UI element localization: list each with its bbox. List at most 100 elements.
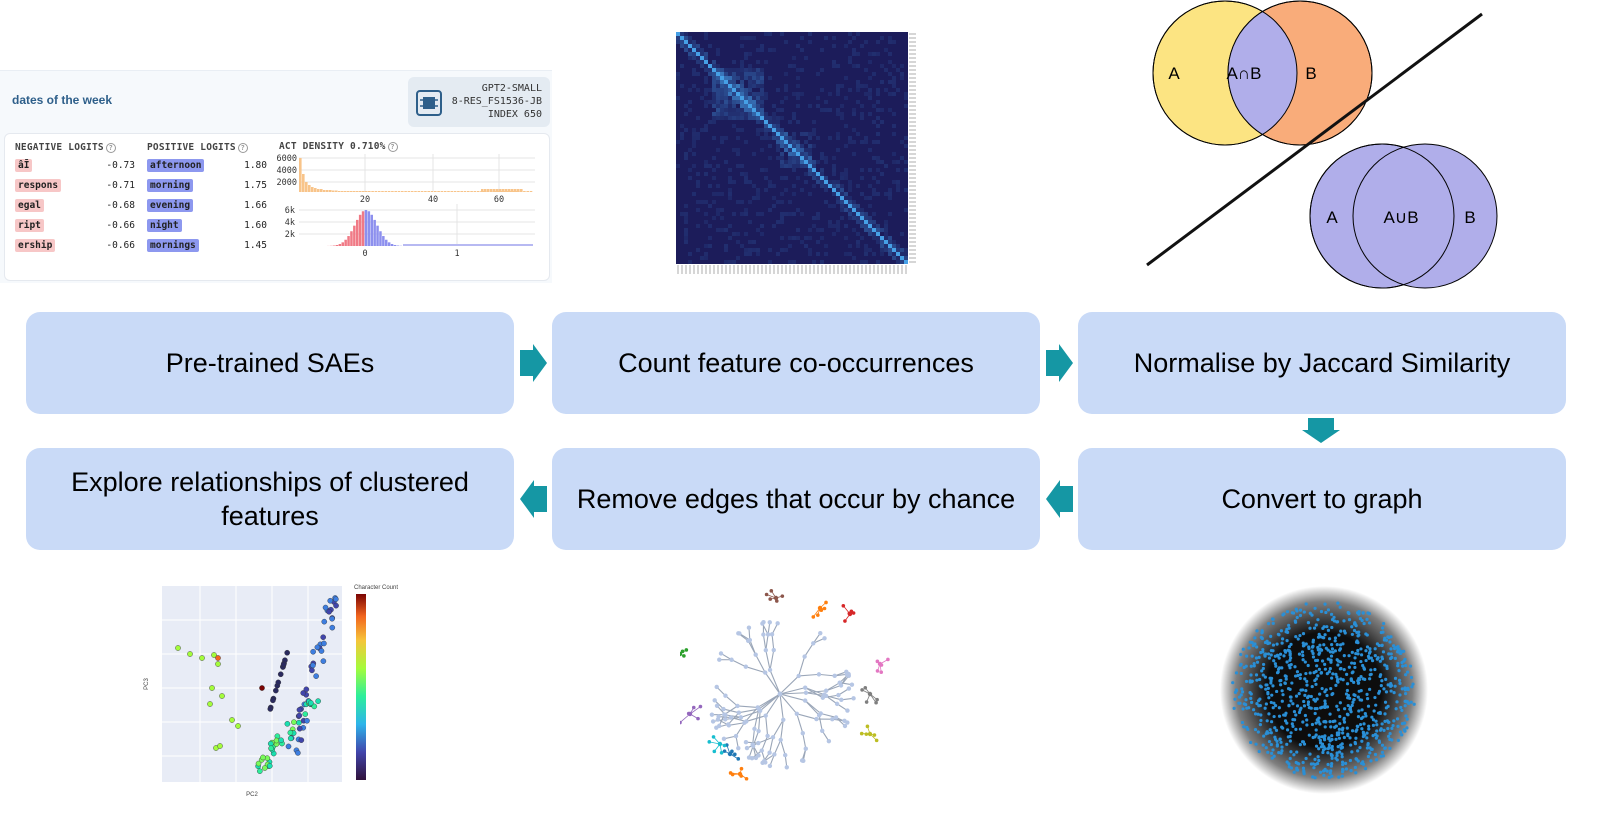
heatmap-cell [828, 180, 832, 184]
graph-node [1323, 602, 1327, 606]
heatmap-cell [852, 200, 856, 204]
graph-node [1331, 719, 1335, 724]
graph-node [1342, 720, 1347, 724]
graph-node [1324, 688, 1328, 692]
heatmap-cell [816, 176, 820, 180]
graph-node [1356, 715, 1361, 719]
graph-node [1258, 703, 1262, 708]
heatmap-cell [720, 76, 724, 80]
heatmap-cell [768, 136, 772, 140]
graph-node [1331, 650, 1335, 654]
positive-value: 1.66 [244, 200, 267, 211]
graph-node [1305, 718, 1309, 722]
heatmap-cell [688, 100, 692, 104]
scatter-point [321, 640, 327, 647]
heatmap-cell [884, 240, 888, 244]
heatmap-cell [712, 68, 716, 72]
graph-node [1270, 751, 1274, 755]
heatmap-cell [888, 188, 892, 192]
heatmap-cell [748, 72, 752, 76]
heatmap-cell [772, 48, 776, 52]
graph-node [1294, 607, 1298, 611]
heatmap-cell [704, 172, 708, 176]
heatmap-cell [712, 72, 716, 76]
help-icon: ? [237, 142, 248, 153]
heatmap-cell [740, 100, 744, 104]
graph-node [1307, 733, 1311, 737]
heatmap-cell [744, 248, 748, 252]
heatmap-cell [716, 72, 720, 76]
graph-node [1242, 725, 1246, 729]
graph-node [1350, 625, 1354, 629]
heatmap-cell [768, 116, 772, 120]
heatmap-cell [760, 168, 764, 172]
heatmap-cell [720, 68, 724, 72]
heatmap-cell [724, 72, 728, 76]
heatmap-cell [784, 84, 788, 88]
positive-value: 1.45 [244, 240, 267, 251]
graph-node [1285, 627, 1289, 631]
graph-node [719, 751, 724, 755]
graph-node [687, 711, 693, 717]
graph-node [1349, 710, 1353, 714]
scatter-point [209, 685, 215, 691]
heatmap-cell [692, 140, 696, 144]
graph-node [1298, 673, 1302, 677]
heatmap-cell [776, 200, 780, 204]
graph-node [1302, 772, 1306, 776]
heatmap-cell [832, 156, 836, 160]
graph-node [1253, 727, 1258, 732]
graph-node [1356, 695, 1360, 699]
heatmap-cell [896, 184, 900, 188]
hist2-xtick: 0 [362, 249, 367, 259]
heatmap-cell [816, 228, 820, 232]
scatter-point [278, 737, 284, 744]
scatter-point [315, 698, 321, 704]
heatmap-cell [736, 240, 740, 244]
density-bar [377, 191, 381, 192]
x-axis-label: PC2 [246, 792, 258, 798]
density-bar [302, 174, 305, 192]
heatmap-cell [832, 204, 836, 208]
heatmap-cell [740, 104, 744, 108]
graph-node [1320, 659, 1325, 663]
heatmap-cell [716, 100, 720, 104]
heatmap-cell [688, 176, 692, 180]
heatmap-cell [832, 184, 836, 188]
graph-node [823, 688, 829, 693]
graph-edge [765, 715, 769, 736]
graph-node [1354, 771, 1358, 775]
graph-node [1279, 629, 1283, 633]
graph-node [1402, 721, 1407, 725]
heatmap-cell [896, 256, 900, 260]
heatmap-cell [688, 148, 692, 152]
graph-node [1338, 605, 1342, 609]
heatmap-cell [684, 128, 688, 132]
graph-node [1267, 739, 1272, 744]
graph-node [1272, 659, 1276, 663]
heatmap-cell [796, 68, 800, 72]
graph-node [780, 594, 785, 598]
graph-node [863, 685, 868, 690]
graph-node [1288, 756, 1292, 761]
density-bar [476, 191, 480, 192]
heatmap-cell [864, 224, 868, 228]
heatmap-cell [812, 168, 816, 172]
heatmap-cell [776, 144, 780, 148]
heatmap-cell [752, 80, 756, 84]
graph-node [1343, 761, 1348, 765]
graph-node [1311, 775, 1315, 779]
heatmap-cell [816, 96, 820, 100]
heatmap-cell [880, 244, 884, 248]
graph-node [1266, 621, 1271, 626]
heatmap-cell [748, 88, 752, 92]
heatmap-cell [784, 132, 788, 136]
heatmap-cell [820, 176, 824, 180]
heatmap-cell [724, 88, 728, 92]
heatmap-cell [848, 60, 852, 64]
graph-node [1350, 661, 1354, 665]
graph-node [822, 636, 827, 641]
graph-node [1372, 709, 1376, 713]
heatmap-cell [808, 172, 812, 176]
heatmap-cell [800, 148, 804, 152]
